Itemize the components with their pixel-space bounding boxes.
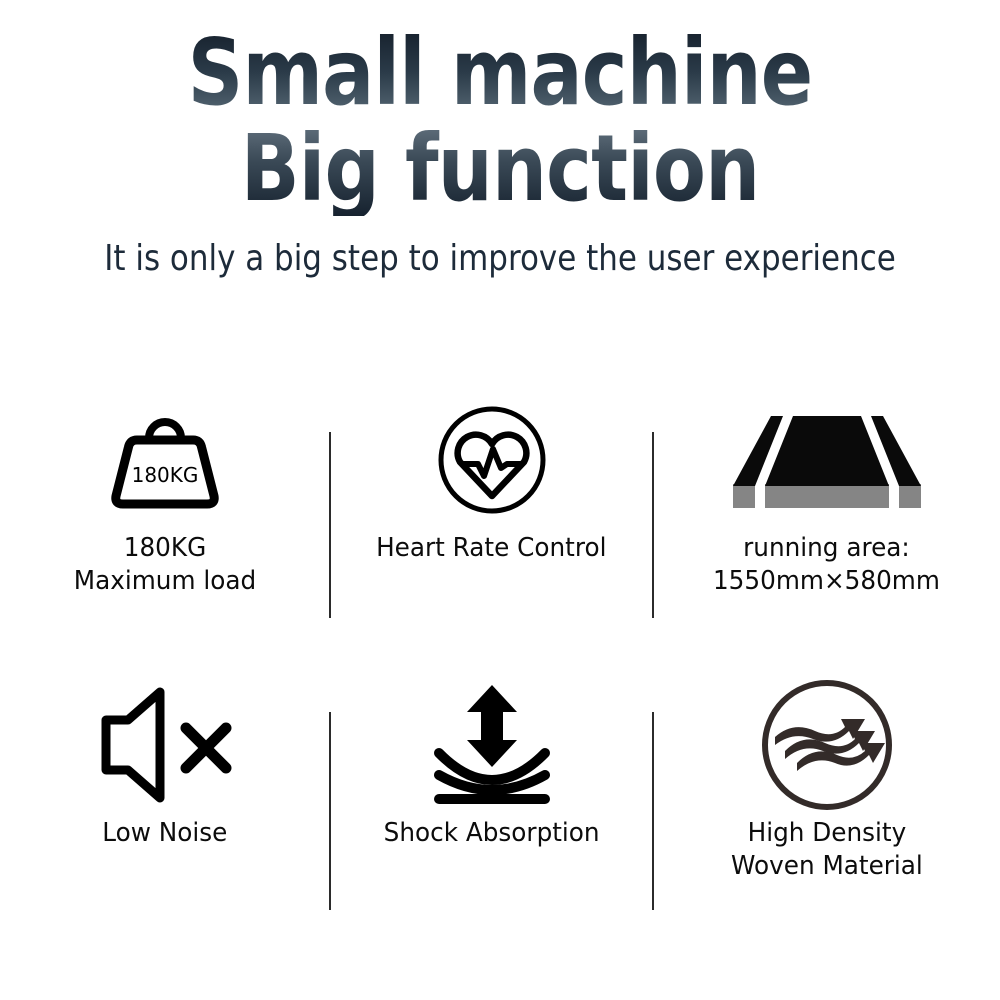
divider-top-left — [329, 432, 331, 618]
muted-speaker-icon — [90, 685, 240, 805]
feature-low-noise: Low Noise — [0, 685, 330, 950]
feature-grid: 180KG 180KG Maximum load Heart Rate Cont… — [0, 395, 1000, 955]
divider-bottom-right — [652, 712, 654, 910]
feature-label-heart-rate: Heart Rate Control — [376, 533, 607, 563]
feature-row-top: 180KG 180KG Maximum load Heart Rate Cont… — [0, 400, 1000, 665]
page-title-line-2: Big function — [80, 121, 920, 216]
feature-label-low-noise: Low Noise — [102, 818, 228, 848]
shock-absorption-arrow-icon — [427, 685, 557, 805]
feature-label-woven-material: High Density Woven Material — [730, 818, 923, 882]
hero-section: Small machine Big function It is only a … — [0, 0, 1000, 279]
feature-max-load: 180KG 180KG Maximum load — [0, 400, 330, 665]
feature-shock-absorption: Shock Absorption — [330, 685, 653, 950]
feature-running-area: running area: 1550mm×580mm — [653, 400, 1000, 665]
feature-heart-rate: Heart Rate Control — [330, 400, 653, 665]
weight-icon-value: 180KG — [132, 463, 199, 487]
woven-airflow-circle-icon — [757, 680, 897, 810]
page-subtitle: It is only a big step to improve the use… — [104, 237, 896, 279]
feature-label-max-load: 180KG Maximum load — [73, 533, 257, 597]
divider-bottom-left — [329, 712, 331, 910]
feature-row-bottom: Low Noise Shock Absorption — [0, 680, 1000, 950]
heart-rate-pulse-circle-icon — [434, 400, 550, 520]
divider-top-right — [652, 432, 654, 618]
page-title-line-1: Small machine — [80, 26, 920, 120]
weight-kettlebell-icon: 180KG — [101, 400, 229, 520]
treadmill-running-deck-icon — [727, 400, 927, 520]
feature-label-running-area: running area: 1550mm×580mm — [713, 533, 940, 597]
feature-woven-material: High Density Woven Material — [653, 680, 1000, 950]
feature-label-shock-absorption: Shock Absorption — [383, 818, 600, 848]
